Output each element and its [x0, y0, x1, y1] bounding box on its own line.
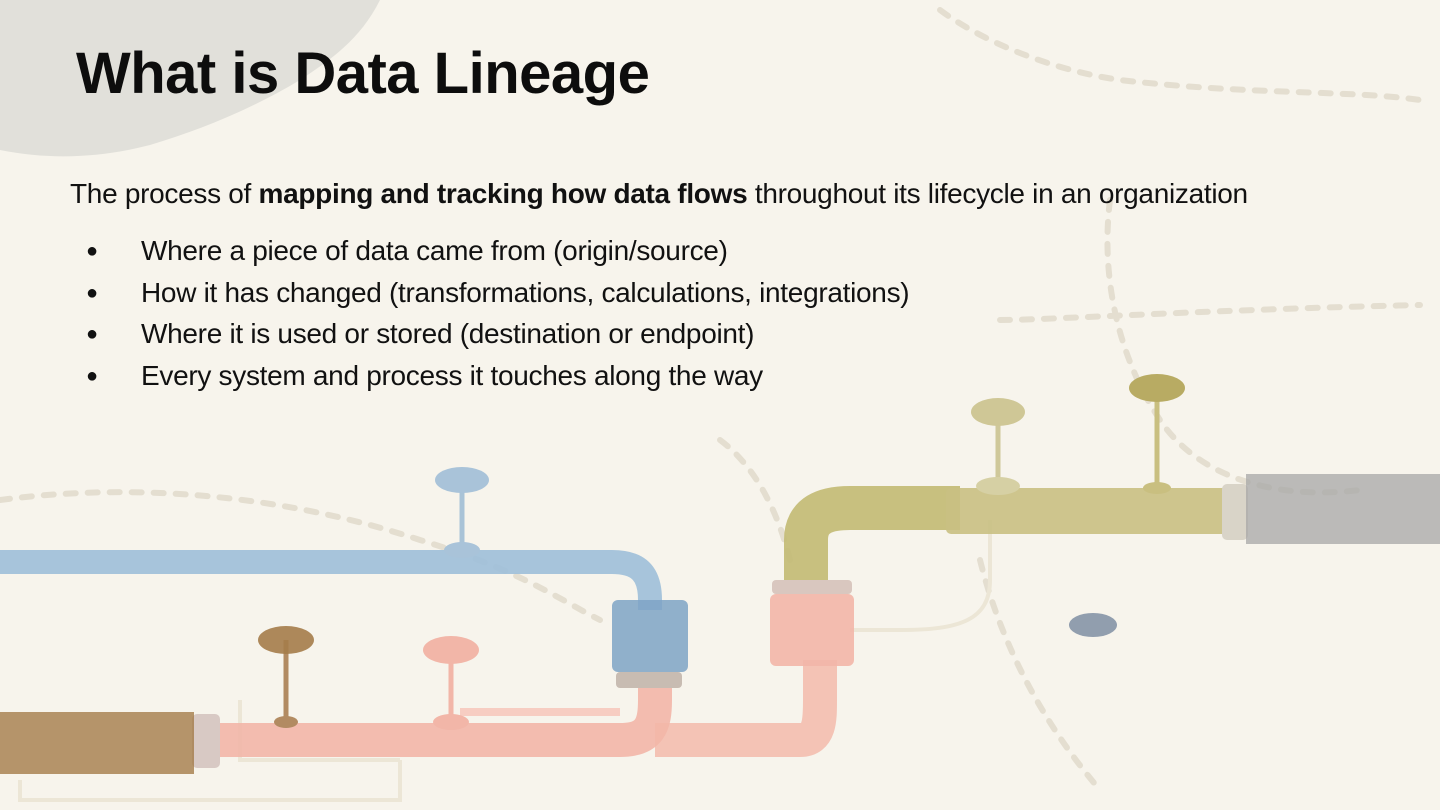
- bullet-text: Every system and process it touches alon…: [141, 359, 763, 391]
- intro-after: throughout its lifecycle in an organizat…: [747, 178, 1248, 209]
- pink-pipe: [192, 580, 854, 768]
- brown-pipe: [0, 712, 194, 774]
- floating-dot: [1069, 613, 1117, 637]
- gray-pipe: [1246, 474, 1440, 544]
- watercolor-wash: [0, 0, 380, 157]
- dotted-trails: [0, 7, 1423, 793]
- olive-pipe: [784, 374, 1248, 580]
- intro-sentence: The process of mapping and tracking how …: [70, 178, 1248, 210]
- bullet-text: Where it is used or stored (destination …: [141, 318, 755, 349]
- bullet-text: Where a piece of data came from (origin/…: [141, 235, 728, 266]
- bullet-dot-icon: ●: [86, 281, 98, 304]
- intro-bold: mapping and tracking how data flows: [258, 178, 748, 209]
- bullet-dot-icon: ●: [86, 240, 98, 262]
- blue-pipe: [0, 467, 688, 688]
- bullet-text: How it has changed (transformations, cal…: [141, 276, 910, 308]
- bullet-dot-icon: ●: [86, 364, 98, 387]
- bullet-dot-icon: ●: [86, 323, 98, 345]
- slide-title: What is Data Lineage: [76, 41, 650, 106]
- intro-before: The process of: [70, 178, 259, 209]
